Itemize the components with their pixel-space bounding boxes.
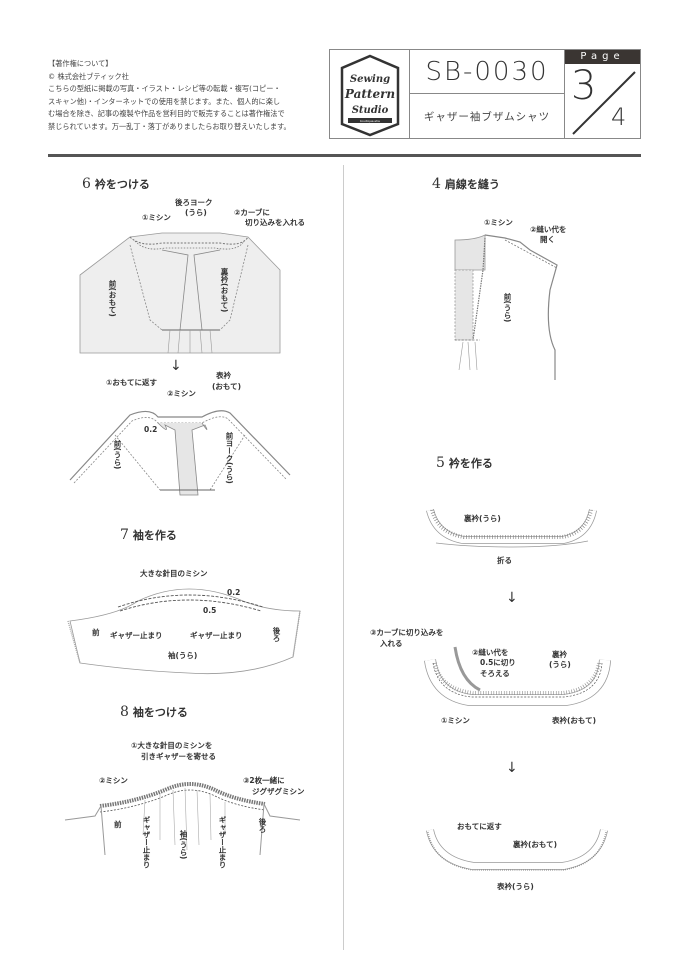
label-back-yoke-sub: (うら) xyxy=(185,208,207,217)
page-indicator: Page 3 4 xyxy=(565,50,640,138)
label-under-collar-face: 裏衿(おもて) xyxy=(513,840,558,849)
step-5-figure-a xyxy=(426,508,597,548)
label-notch-curve-1: ③カーブに切り込みを xyxy=(370,628,444,637)
pattern-code-cell: SB-0030 xyxy=(410,50,565,94)
down-arrow-icon: ↓ xyxy=(506,590,518,606)
label-machine: ①ミシン xyxy=(484,218,513,227)
label-under-collar-sub: (うら) xyxy=(549,660,571,669)
label-gather-stop-left: ギャザー止まり xyxy=(110,631,163,640)
sewing-pattern-studio-logo: Sewing Pattern Studio boutique-sha xyxy=(340,54,400,137)
label-top-collar-wrong: 表衿(うら) xyxy=(497,882,534,891)
step-6-figure-b xyxy=(69,410,291,496)
label-turn-right-side: おもてに返す xyxy=(457,822,502,831)
copyright-line: © 株式会社ブティック社 xyxy=(48,71,129,81)
svg-text:boutique-sha: boutique-sha xyxy=(360,119,380,123)
page-label: Page xyxy=(565,50,640,64)
label-back: 後ろ xyxy=(272,627,281,642)
step-4-figure xyxy=(454,234,558,380)
down-arrow-icon: ↓ xyxy=(170,358,182,374)
label-machine-2: ②ミシン xyxy=(167,389,196,398)
label-trim-3: そろえる xyxy=(480,669,510,678)
down-arrow-icon: ↓ xyxy=(506,760,518,776)
label-notch-2: 切り込みを入れる xyxy=(245,218,305,227)
label-machine: ②ミシン xyxy=(99,776,128,785)
label-under-collar-face: 裏衿(おもて) xyxy=(220,268,229,313)
page-total: 4 xyxy=(611,103,627,131)
label-long-stitch: 大きな針目のミシン xyxy=(140,569,208,578)
pattern-name: ギャザー袖ブザムシャツ xyxy=(423,110,551,123)
svg-text:Studio: Studio xyxy=(352,105,389,116)
label-front: 前 xyxy=(92,628,100,637)
step-6-figure-a xyxy=(79,232,281,354)
label-back: 後ろ xyxy=(258,818,267,833)
label-front-wrong: 前(うら) xyxy=(113,440,122,470)
label-pull-gather-1: ①大きな針目のミシンを xyxy=(131,741,213,750)
logo-cell: Sewing Pattern Studio boutique-sha xyxy=(330,50,410,138)
label-front-yoke-wrong: 前ヨーク(うら) xyxy=(225,432,234,484)
label-sleeve-wrong: 袖(うら) xyxy=(179,830,188,860)
label-dimension-0-2: 0.2 xyxy=(227,588,241,597)
copyright-line: スキャン他)・インターネットでの使用を禁じます。また、個人的に楽し xyxy=(48,96,281,106)
label-front: 前 xyxy=(114,820,122,829)
header-box: Sewing Pattern Studio boutique-sha SB-00… xyxy=(329,49,641,139)
column-divider xyxy=(343,165,344,950)
step-7-figure xyxy=(67,588,301,675)
label-gather-stop-left: ギャザー止まり xyxy=(142,816,151,869)
label-notch: ②カーブに xyxy=(234,208,270,217)
label-under-collar: 裏衿 xyxy=(552,650,567,659)
label-gather-stop-right: ギャザー止まり xyxy=(218,816,227,869)
svg-text:Pattern: Pattern xyxy=(344,87,395,101)
label-sleeve-wrong: 袖(うら) xyxy=(168,651,198,660)
copyright-line: 【著作権について】 xyxy=(48,59,113,68)
svg-text:Sewing: Sewing xyxy=(350,74,390,85)
header-rule xyxy=(48,154,641,157)
copyright-line: 禁じられています。万一乱丁・落丁がありましたらお取り替えいたします。 xyxy=(48,121,291,131)
label-dimension-0-5: 0.5 xyxy=(203,606,217,615)
label-dimension-0-2: 0.2 xyxy=(144,425,158,434)
label-gather-stop-right: ギャザー止まり xyxy=(190,631,243,640)
step-5-figure-b xyxy=(424,646,611,706)
label-zigzag-1: ③2枚一緒に xyxy=(243,776,285,785)
label-turn-right-side: ①おもてに返す xyxy=(106,378,158,387)
label-trim-1: ②縫い代を xyxy=(472,648,509,657)
label-back-yoke: 後ろヨーク xyxy=(175,198,213,207)
copyright-line: む場合を除き、記事の複製や作品を営利目的で販売することは著作権法で xyxy=(48,109,285,119)
label-top-collar-face: 表衿(おもて) xyxy=(552,716,597,725)
label-zigzag-2: ジグザグミシン xyxy=(252,787,305,796)
label-pull-gather-2: 引きギャザーを寄せる xyxy=(141,752,216,761)
label-front-wrong: 前(うら) xyxy=(503,293,512,323)
step-5-figure-c xyxy=(426,829,608,871)
label-top-collar-sub: (おもて) xyxy=(212,382,242,391)
page-current: 3 xyxy=(571,63,597,109)
label-press-seam-1: ②縫い代を xyxy=(530,225,567,234)
pattern-code: SB-0030 xyxy=(425,56,549,87)
copyright-notice: 【著作権について】 © 株式会社ブティック社 こちらの型紙に掲載の写真・イラスト… xyxy=(48,58,328,134)
copyright-line: こちらの型紙に掲載の写真・イラスト・レシピ等の転載・複写(コピー・ xyxy=(48,84,281,94)
label-fold: 折る xyxy=(497,556,512,565)
label-press-seam-2: 開く xyxy=(540,235,555,244)
label-under-collar-wrong: 裏衿(うら) xyxy=(464,514,501,523)
label-machine: ①ミシン xyxy=(142,213,171,222)
page-slash-icon xyxy=(572,71,636,135)
label-notch-curve-2: 入れる xyxy=(380,639,403,648)
label-top-collar: 表衿 xyxy=(216,371,231,380)
label-machine: ①ミシン xyxy=(441,716,470,725)
step-8-figure xyxy=(64,782,301,856)
label-front-face: 前(おもて) xyxy=(108,280,117,317)
label-trim-2: 0.5に切り xyxy=(480,658,516,667)
pattern-name-cell: ギャザー袖ブザムシャツ xyxy=(410,94,565,138)
